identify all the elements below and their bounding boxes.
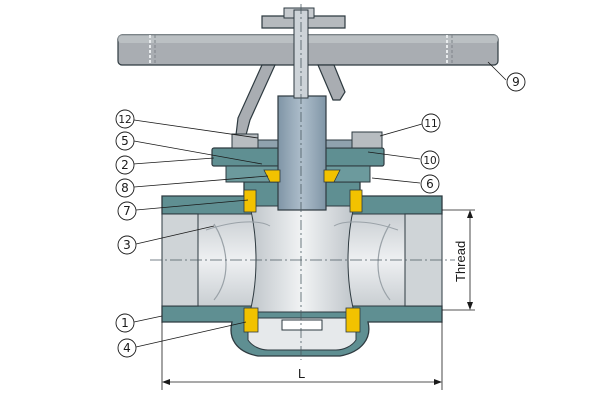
svg-text:3: 3 [123, 238, 131, 252]
leader-lines [132, 61, 507, 348]
callout-6: 6 [420, 174, 440, 194]
valve-plug [205, 205, 399, 313]
callout-9: 9 [506, 72, 526, 92]
svg-text:12: 12 [118, 114, 131, 126]
svg-text:8: 8 [121, 181, 129, 195]
callout-7: 7 [117, 201, 137, 221]
svg-text:4: 4 [123, 341, 131, 355]
lever-handle [117, 7, 499, 136]
callout-10: 10 [420, 150, 440, 170]
svg-text:10: 10 [423, 155, 436, 167]
thread-dimension-label: Thread [453, 241, 468, 282]
svg-text:9: 9 [512, 75, 520, 89]
callout-3: 3 [117, 235, 137, 255]
seal-rings [243, 169, 363, 333]
callout-8: 8 [115, 178, 135, 198]
length-dimension-label: L [298, 366, 305, 381]
svg-text:1: 1 [121, 316, 129, 330]
svg-text:2: 2 [121, 158, 129, 172]
svg-text:11: 11 [424, 118, 437, 130]
callout-2: 2 [115, 155, 135, 175]
callouts: 1 2 3 4 5 6 7 8 [115, 72, 526, 358]
dimension-annotations: L Thread [161, 209, 475, 390]
svg-text:5: 5 [121, 134, 129, 148]
callout-11: 11 [421, 113, 441, 133]
callout-1: 1 [115, 313, 135, 333]
svg-text:6: 6 [426, 177, 434, 191]
callout-12: 12 [115, 109, 135, 129]
callout-5: 5 [115, 131, 135, 151]
callout-4: 4 [117, 338, 137, 358]
svg-text:7: 7 [123, 204, 131, 218]
valve-body [161, 181, 443, 357]
valve-stem [277, 4, 327, 360]
